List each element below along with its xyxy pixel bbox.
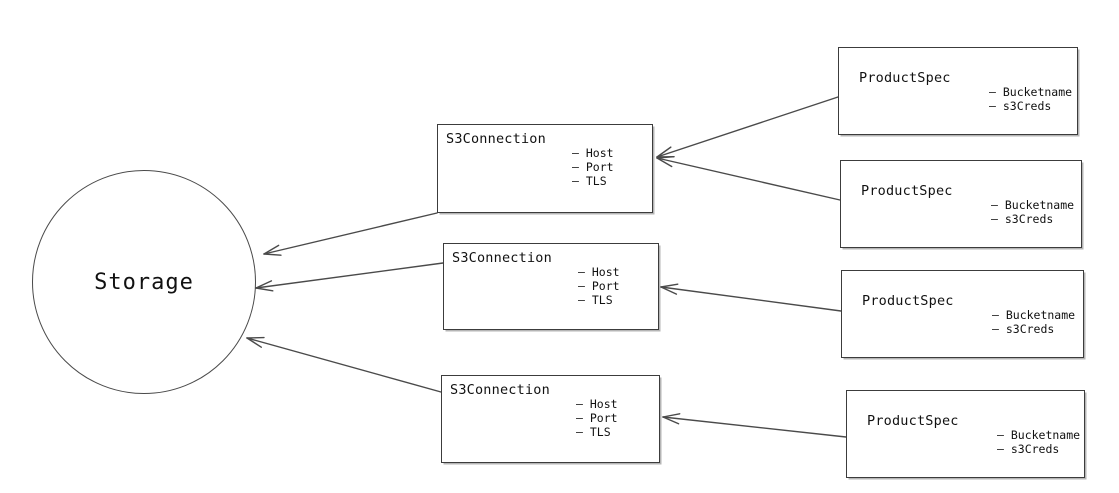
spec-node-field: – s3Creds xyxy=(992,322,1055,336)
connection-node-field: – Host xyxy=(572,146,614,160)
connection-node-title: S3Connection xyxy=(446,131,546,147)
connection-node-field: – TLS xyxy=(576,425,611,439)
spec-node-field: – s3Creds xyxy=(991,212,1054,226)
spec-node-title: ProductSpec xyxy=(862,293,954,309)
connection-node-field: – TLS xyxy=(578,293,613,307)
storage-node[interactable]: Storage xyxy=(32,170,256,394)
spec-node[interactable]: ProductSpec – Bucketname– s3Creds xyxy=(840,160,1082,248)
spec-node[interactable]: ProductSpec – Bucketname– s3Creds xyxy=(838,47,1078,135)
connection-node-field: – Host xyxy=(578,265,620,279)
connection-node-fields: – Host– Port– TLS xyxy=(572,146,614,188)
spec-node-fields: – Bucketname– s3Creds xyxy=(991,198,1074,226)
spec-node-field: – Bucketname xyxy=(997,428,1081,442)
connection-node-field: – Port xyxy=(572,160,614,174)
edge-arrow xyxy=(660,283,842,312)
spec-node-title: ProductSpec xyxy=(867,413,959,429)
spec-node-field: – Bucketname xyxy=(992,308,1076,322)
connection-node-field: – TLS xyxy=(572,174,607,188)
edge-arrow xyxy=(662,413,847,438)
edge-arrow xyxy=(263,212,438,256)
connection-node[interactable]: S3Connection – Host– Port– TLS xyxy=(437,124,653,213)
storage-node-label: Storage xyxy=(94,269,194,295)
spec-node-fields: – Bucketname– s3Creds xyxy=(997,428,1080,456)
edge-arrow xyxy=(656,156,841,201)
spec-node-field: – Bucketname xyxy=(989,85,1073,99)
connection-node-field: – Port xyxy=(578,279,620,293)
spec-node[interactable]: ProductSpec – Bucketname– s3Creds xyxy=(846,390,1085,478)
connection-node-title: S3Connection xyxy=(450,382,550,398)
spec-node-fields: – Bucketname– s3Creds xyxy=(992,308,1075,336)
connection-node-field: – Port xyxy=(576,411,618,425)
spec-node-title: ProductSpec xyxy=(859,70,951,86)
connection-node-fields: – Host– Port– TLS xyxy=(578,265,620,307)
spec-node-field: – s3Creds xyxy=(997,442,1060,456)
spec-node-field: – s3Creds xyxy=(989,99,1052,113)
spec-node[interactable]: ProductSpec – Bucketname– s3Creds xyxy=(841,270,1084,358)
connection-node-fields: – Host– Port– TLS xyxy=(576,397,618,439)
edge-arrow xyxy=(255,262,444,292)
connection-node[interactable]: S3Connection – Host– Port– TLS xyxy=(441,375,660,463)
edge-arrow xyxy=(656,96,839,158)
spec-node-fields: – Bucketname– s3Creds xyxy=(989,85,1072,113)
connection-node[interactable]: S3Connection – Host– Port– TLS xyxy=(443,243,659,330)
spec-node-title: ProductSpec xyxy=(861,183,953,199)
connection-node-field: – Host xyxy=(576,397,618,411)
edge-arrow xyxy=(246,336,442,393)
spec-node-field: – Bucketname xyxy=(991,198,1075,212)
connection-node-title: S3Connection xyxy=(452,250,552,266)
